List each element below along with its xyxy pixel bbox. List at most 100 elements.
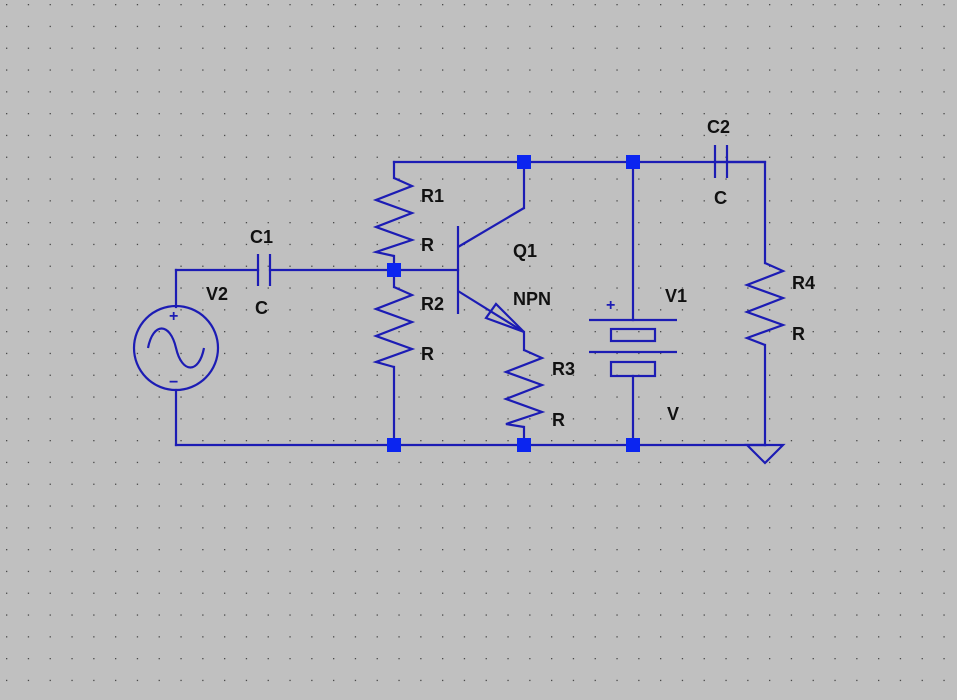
grid-dot <box>376 636 378 638</box>
grid-dot <box>136 222 139 224</box>
grid-dot <box>354 505 357 507</box>
grid-dot <box>790 418 793 420</box>
grid-dot <box>790 200 793 202</box>
grid-dot <box>812 396 814 398</box>
grid-dot <box>136 113 139 115</box>
grid-dot <box>878 352 880 355</box>
grid-dot <box>572 418 575 420</box>
grid-dot <box>485 483 487 485</box>
grid-dot <box>572 461 575 464</box>
grid-dot <box>703 287 705 289</box>
grid-dot <box>6 483 8 485</box>
grid-dot <box>49 679 51 682</box>
grid-dot <box>398 4 400 6</box>
grid-dot <box>463 222 466 224</box>
grid-dot <box>245 309 248 311</box>
resistor-icon[interactable] <box>743 261 787 347</box>
grid-dot <box>681 679 684 682</box>
grid-dot <box>27 4 30 6</box>
grid-dot <box>529 549 531 551</box>
grid-dot <box>158 178 160 180</box>
grid-dot <box>551 113 553 115</box>
grid-dot <box>115 374 117 376</box>
grid-dot <box>224 352 226 355</box>
grid-dot <box>878 679 880 682</box>
junction-dot[interactable] <box>387 438 401 452</box>
grid-dot <box>725 265 727 267</box>
grid-dot <box>245 265 248 267</box>
grid-dot <box>769 352 771 355</box>
grid-dot <box>921 374 923 376</box>
grid-dot <box>420 679 422 682</box>
grid-dot <box>551 549 553 551</box>
capacitor-icon[interactable] <box>713 145 729 178</box>
grid-dot <box>856 113 858 115</box>
grid-dot <box>27 25 30 28</box>
grid-dot <box>899 352 902 355</box>
grid-dot <box>93 549 95 551</box>
grid-dot <box>943 396 945 398</box>
grid-dot <box>442 374 444 376</box>
grid-dot <box>6 69 8 71</box>
grid-dot <box>27 440 30 442</box>
wire-top-rail[interactable] <box>392 160 767 265</box>
ground-icon[interactable] <box>744 443 786 465</box>
grid-dot <box>943 440 945 442</box>
grid-dot <box>398 418 400 420</box>
grid-dot <box>790 505 793 507</box>
grid-dot <box>245 592 248 594</box>
grid-dot <box>878 200 880 202</box>
grid-dot <box>507 4 509 6</box>
grid-dot <box>921 483 923 485</box>
grid-dot <box>943 570 945 573</box>
grid-dot <box>115 679 117 682</box>
grid-dot <box>790 91 793 93</box>
grid-dot <box>703 614 705 616</box>
grid-dot <box>856 592 858 594</box>
grid-dot <box>572 200 575 202</box>
grid-dot <box>507 222 509 224</box>
grid-dot <box>616 570 618 573</box>
grid-dot <box>398 200 400 202</box>
grid-dot <box>681 113 684 115</box>
grid-dot <box>681 243 684 246</box>
grid-dot <box>115 178 117 180</box>
grid-dot <box>115 91 117 93</box>
grid-dot <box>224 4 226 6</box>
grid-dot <box>834 418 836 420</box>
grid-dot <box>899 25 902 28</box>
grid-dot <box>660 331 662 333</box>
junction-dot[interactable] <box>517 155 531 169</box>
resistor-icon[interactable] <box>502 348 546 429</box>
grid-dot <box>790 331 793 333</box>
junction-dot[interactable] <box>626 438 640 452</box>
grid-dot <box>725 352 727 355</box>
grid-dot <box>856 352 858 355</box>
grid-dot <box>115 483 117 485</box>
grid-dot <box>115 25 117 28</box>
battery-icon[interactable] <box>589 318 677 378</box>
grid-dot <box>333 396 335 398</box>
grid-dot <box>616 592 618 594</box>
grid-dot <box>224 527 226 529</box>
npn-transistor-icon[interactable] <box>456 207 525 334</box>
grid-dot <box>790 178 793 180</box>
grid-dot <box>158 331 160 333</box>
grid-dot <box>812 570 814 573</box>
resistor-icon[interactable] <box>371 176 416 258</box>
junction-dot[interactable] <box>387 263 401 277</box>
grid-dot <box>725 440 727 442</box>
junction-dot[interactable] <box>626 155 640 169</box>
grid-dot <box>747 592 749 594</box>
grid-dot <box>899 4 902 6</box>
resistor-icon[interactable] <box>372 285 416 369</box>
grid-dot <box>769 461 771 464</box>
sine-source-icon[interactable] <box>132 304 220 392</box>
junction-dot[interactable] <box>517 438 531 452</box>
capacitor-icon[interactable] <box>256 254 272 286</box>
grid-dot <box>224 658 226 660</box>
grid-dot <box>289 418 291 420</box>
grid-dot <box>180 527 182 529</box>
grid-dot <box>812 461 814 464</box>
